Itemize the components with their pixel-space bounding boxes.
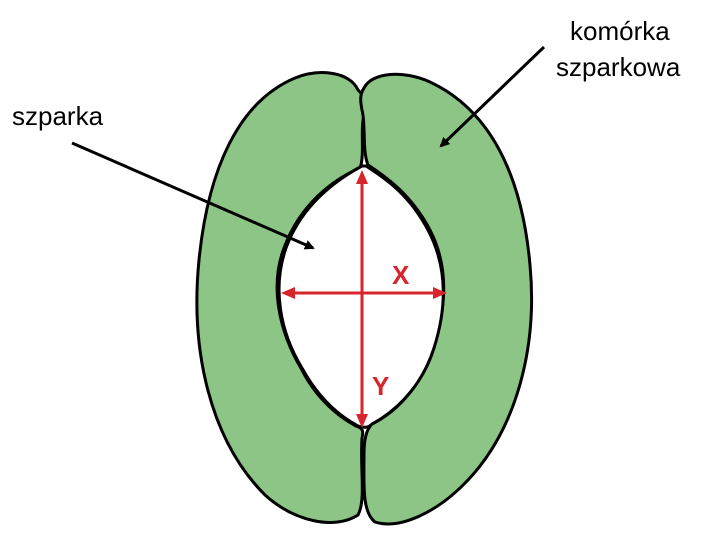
width-axis-label: X [392,260,410,290]
length-axis-label: Y [372,371,389,401]
guard-cell-label-line1: komórka [570,16,670,46]
guard-cell-label-line2: szparkowa [556,52,681,82]
pore-label: szparka [12,101,104,131]
